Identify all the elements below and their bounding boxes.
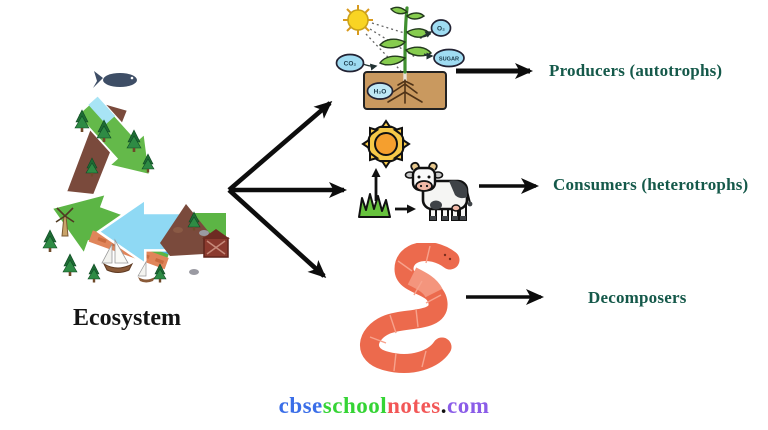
- site-watermark: cbseschoolnotes.com: [0, 393, 768, 419]
- windmill-icon: [55, 207, 75, 237]
- photosynthesis-plant-icon: CO₂ O₂ SUGAR H₂O: [335, 5, 465, 110]
- sun-icon: [361, 119, 411, 169]
- consumers-label: Consumers (heterotrophs): [553, 175, 749, 194]
- whale-icon: [93, 71, 137, 88]
- ecosystem-illustration: [42, 71, 230, 283]
- watermark-seg-com: com: [447, 393, 490, 418]
- cow-head: [404, 161, 444, 192]
- farm-animals: [173, 227, 209, 275]
- plant-stem-leaves: [378, 6, 433, 74]
- worm-body: [360, 243, 460, 373]
- boat-icon: [137, 260, 155, 283]
- producers-label: Producers (autotrophs): [549, 61, 723, 80]
- watermark-seg-dot: .: [440, 393, 447, 418]
- soil-and-roots: [363, 71, 447, 110]
- watermark-seg-cbse: cbse: [278, 393, 323, 418]
- earthworm-icon: [360, 243, 460, 373]
- branch-arrow-decomposers: [227, 188, 327, 279]
- right-arrow: [395, 204, 416, 214]
- barn-icon: [202, 229, 230, 258]
- svg-text:O₂: O₂: [437, 26, 445, 33]
- watermark-seg-school: school: [322, 393, 388, 418]
- h2o-bubble: [366, 82, 394, 100]
- worm-segments: [369, 245, 442, 372]
- molecule-labels: CO₂ O₂ SUGAR H₂O: [335, 19, 465, 100]
- o2-bubble: [430, 19, 452, 37]
- mountain: [160, 204, 212, 256]
- eco-top-arrow: [64, 95, 151, 197]
- grass-icon: [358, 193, 391, 218]
- root-label: Ecosystem: [73, 305, 181, 331]
- consumer-foodchain-icon: [358, 119, 473, 221]
- trees: [42, 109, 201, 283]
- cow-icon: [404, 161, 473, 221]
- worm-clitellum: [407, 267, 443, 298]
- svg-text:CO₂: CO₂: [344, 61, 357, 68]
- svg-text:H₂O: H₂O: [374, 89, 387, 96]
- svg-text:SUGAR: SUGAR: [439, 57, 459, 63]
- sugar-bubble: [433, 48, 465, 68]
- worm-face: [443, 253, 452, 261]
- branch-arrow-producers: [227, 101, 333, 192]
- decomposers-label: Decomposers: [588, 288, 687, 307]
- ship-icon: [101, 238, 134, 273]
- up-arrow: [371, 168, 381, 201]
- co2-bubble: [335, 53, 365, 73]
- watermark-seg-notes: notes: [387, 393, 441, 418]
- sun-icon: [343, 5, 373, 35]
